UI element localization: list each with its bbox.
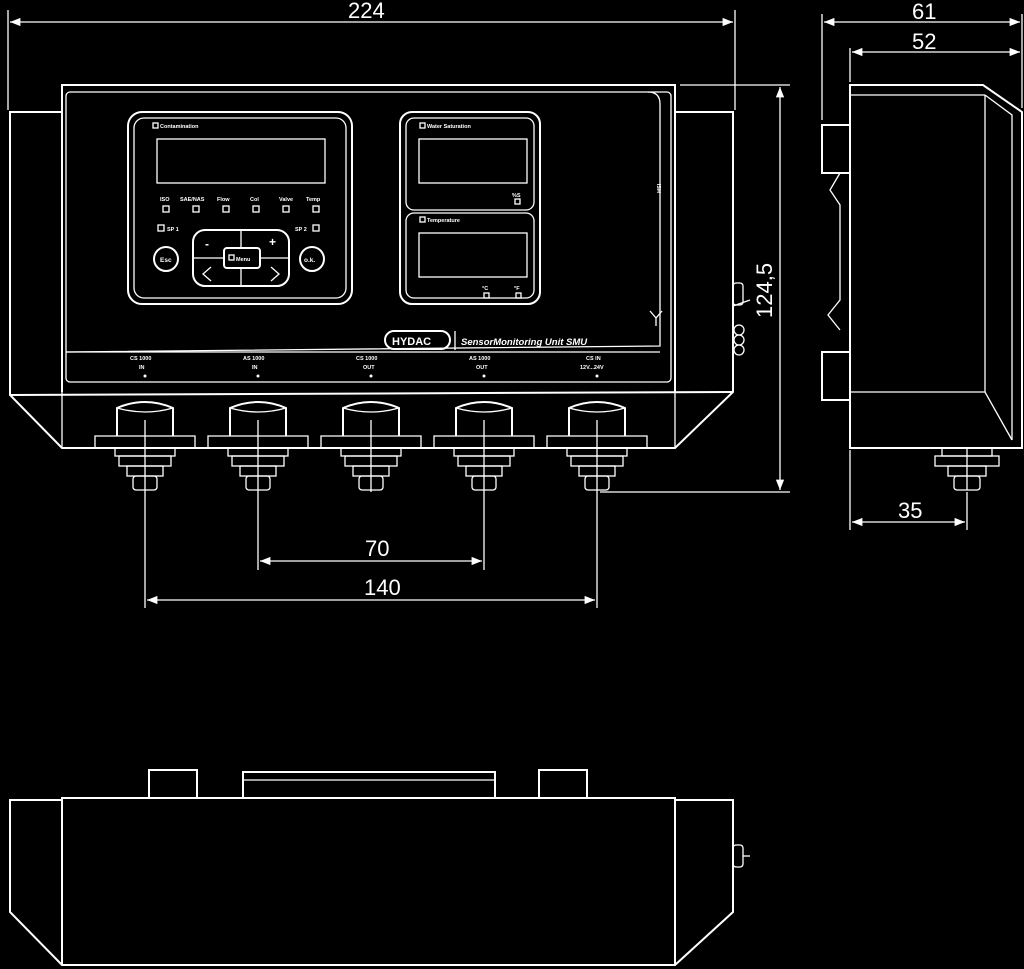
port-dir: IN bbox=[139, 365, 145, 371]
ok-button[interactable]: o.k. bbox=[299, 246, 325, 272]
led-indicator bbox=[252, 205, 260, 213]
led-label: SAE/NAS bbox=[180, 197, 205, 203]
svg-text:224: 224 bbox=[348, 0, 385, 23]
temp-unit-c: °C bbox=[482, 286, 488, 292]
top-view bbox=[9, 769, 750, 966]
dimension-70: 70 bbox=[257, 492, 485, 570]
led-indicator bbox=[282, 205, 290, 213]
led-row: ISO SAE/NAS Flow Col Valve Temp bbox=[160, 197, 321, 213]
front-view: Contamination ISO SAE/NAS Flow Col Valve… bbox=[9, 84, 751, 492]
svg-text:61: 61 bbox=[912, 0, 936, 24]
water-saturation-label: Water Saturation bbox=[427, 124, 471, 130]
menu-label: Menu bbox=[236, 257, 250, 263]
side-connector bbox=[934, 447, 1000, 491]
port-name: AS 1000 bbox=[243, 356, 264, 362]
led-label: Col bbox=[250, 197, 259, 203]
port-connector bbox=[94, 401, 196, 492]
side-gland bbox=[732, 282, 751, 356]
led-indicator bbox=[312, 205, 320, 213]
svg-text:70: 70 bbox=[365, 536, 389, 561]
dimension-61: 61 bbox=[821, 0, 1023, 120]
dimension-52: 52 bbox=[849, 29, 1020, 82]
dimension-224: 224 bbox=[7, 0, 736, 110]
svg-text:140: 140 bbox=[364, 575, 401, 600]
port-dir: OUT bbox=[476, 365, 488, 371]
svg-text:35: 35 bbox=[898, 498, 922, 523]
right-arrow-icon[interactable] bbox=[270, 266, 280, 282]
product-title: SensorMonitoring Unit SMU bbox=[461, 337, 588, 348]
port-connector bbox=[320, 401, 422, 492]
svg-text:124,5: 124,5 bbox=[752, 263, 777, 318]
hydac-logo: HYDAC bbox=[384, 330, 451, 350]
hsi-label: HSI bbox=[657, 183, 663, 193]
port-connector bbox=[433, 401, 535, 492]
temp-unit-f: °F bbox=[514, 286, 520, 292]
led-label: ISO bbox=[160, 197, 170, 203]
led-indicator bbox=[162, 205, 170, 213]
navigation-keypad[interactable]: Menu - + bbox=[192, 229, 290, 287]
left-arrow-icon[interactable] bbox=[202, 266, 212, 282]
plus-key[interactable]: + bbox=[269, 235, 276, 249]
port-dir: OUT bbox=[363, 365, 375, 371]
dimension-35: 35 bbox=[849, 450, 968, 530]
port-connector bbox=[546, 401, 648, 492]
temperature-label: Temperature bbox=[427, 218, 460, 224]
port-labels: CS 1000 IN AS 1000 IN CS 1000 OUT AS 100… bbox=[130, 356, 604, 378]
led-indicator bbox=[192, 205, 200, 213]
port-name: CS IN bbox=[586, 356, 601, 362]
sp1-label: SP 1 bbox=[167, 227, 179, 233]
port-connector bbox=[207, 401, 309, 492]
svg-text:o.k.: o.k. bbox=[304, 257, 315, 264]
antenna-icon bbox=[649, 310, 663, 326]
port-dir: IN bbox=[252, 365, 258, 371]
esc-button[interactable]: Esc bbox=[153, 246, 179, 272]
led-label: Flow bbox=[217, 197, 230, 203]
ws-unit: %S bbox=[512, 193, 521, 199]
svg-text:HYDAC: HYDAC bbox=[392, 336, 431, 348]
contamination-label: Contamination bbox=[160, 124, 199, 130]
led-label: Valve bbox=[279, 197, 293, 203]
led-label: Temp bbox=[306, 197, 321, 203]
port-name: CS 1000 bbox=[130, 356, 151, 362]
port-dir: 12V...24V bbox=[580, 365, 604, 371]
connectors bbox=[94, 401, 648, 492]
led-indicator bbox=[222, 205, 230, 213]
port-name: CS 1000 bbox=[356, 356, 377, 362]
dimension-140: 140 bbox=[144, 492, 598, 608]
svg-text:52: 52 bbox=[912, 29, 936, 54]
dimension-124-5: 124,5 bbox=[600, 84, 790, 493]
sp2-label: SP 2 bbox=[295, 227, 307, 233]
side-view bbox=[821, 84, 1023, 491]
port-name: AS 1000 bbox=[469, 356, 490, 362]
svg-text:Esc: Esc bbox=[160, 257, 172, 264]
minus-key[interactable]: - bbox=[205, 237, 209, 251]
